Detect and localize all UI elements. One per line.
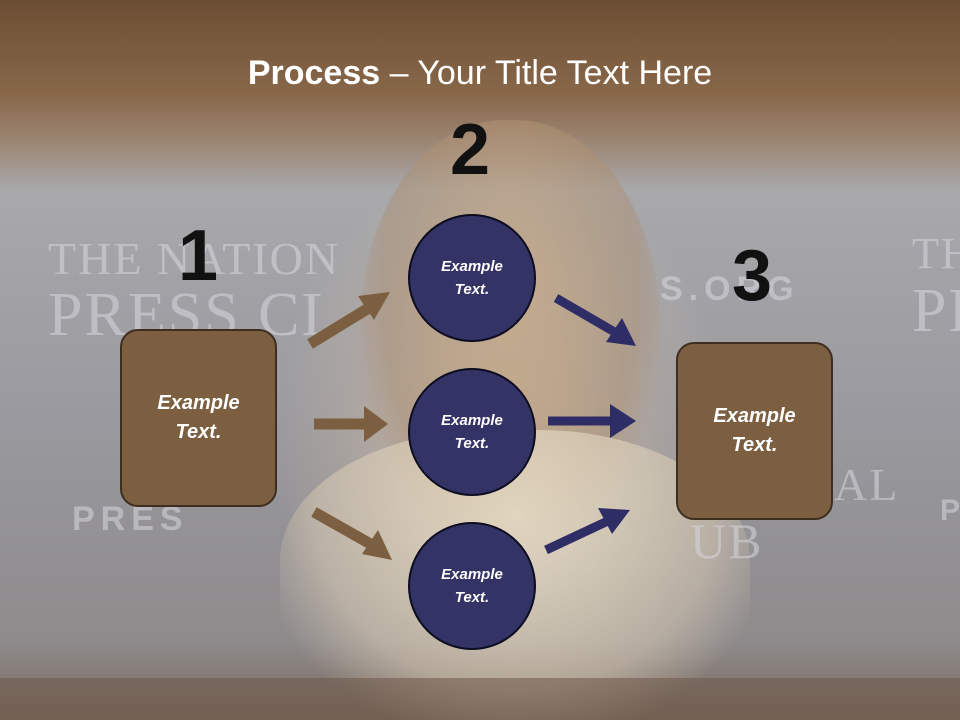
background-sign-text: AL <box>834 459 900 510</box>
slide-title: Process – Your Title Text Here <box>0 54 960 93</box>
step-3-box[interactable]: Example Text. <box>676 342 833 520</box>
background-sign-text: THE NATION <box>48 233 341 284</box>
background-sign-text: S.ORG <box>660 270 800 308</box>
background-sign-text: PR <box>912 277 960 345</box>
circle-3-text-line2: Text. <box>454 589 490 606</box>
background-sign-text: TH <box>912 229 960 278</box>
step-number-3: 3 <box>732 236 773 316</box>
step-2-circle-2[interactable]: Example Text. <box>408 368 536 496</box>
step-3-text-line1: Example <box>713 405 796 427</box>
circle-1-text-line1: Example <box>441 258 503 275</box>
step-number-1: 1 <box>178 216 219 296</box>
circle-2-text-line1: Example <box>441 412 503 429</box>
step-number-2: 2 <box>450 110 491 190</box>
step-1-text-line2: Text. <box>175 421 222 443</box>
circle-2-text-line2: Text. <box>454 435 490 452</box>
step-2-circle-1[interactable]: Example Text. <box>408 214 536 342</box>
step-1-box[interactable]: Example Text. <box>120 329 277 507</box>
title-bold: Process <box>247 54 381 92</box>
circle-3-text-line1: Example <box>441 566 503 583</box>
circle-1-text-line2: Text. <box>454 281 490 298</box>
background-podium <box>0 678 960 720</box>
background-sign-text: P <box>940 494 960 527</box>
background-sign-text: UB <box>690 513 764 569</box>
title-rest: – Your Title Text Here <box>380 54 713 92</box>
step-2-circle-3[interactable]: Example Text. <box>408 522 536 650</box>
step-1-text-line1: Example <box>157 392 240 414</box>
step-3-text-line2: Text. <box>731 434 778 456</box>
